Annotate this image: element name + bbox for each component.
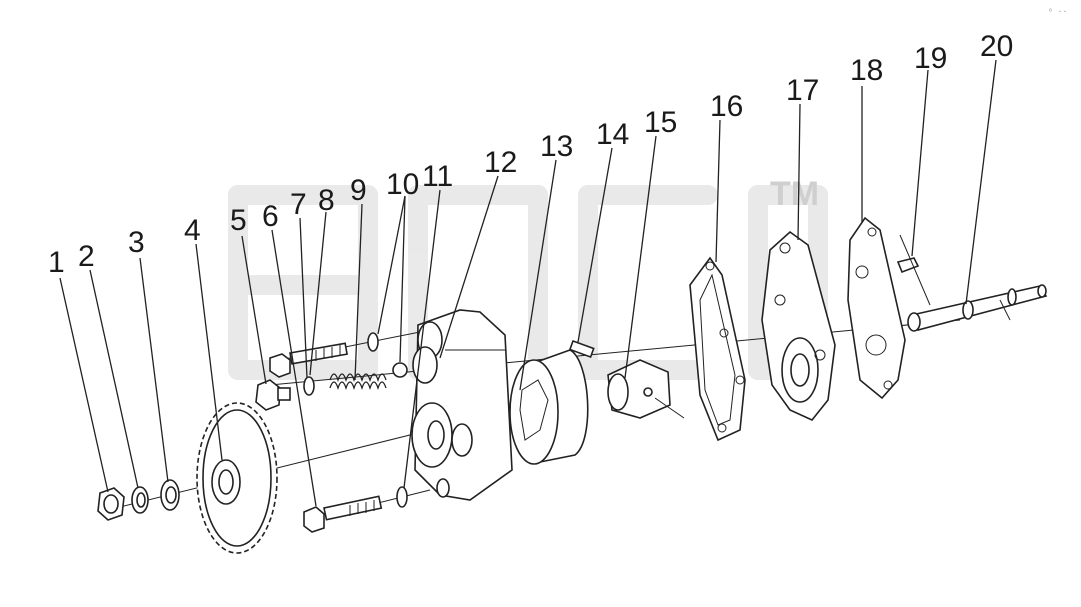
callout-19: 19 xyxy=(914,42,947,75)
part-14-pin xyxy=(568,339,595,359)
callout-8: 8 xyxy=(318,184,335,217)
axis-line-main xyxy=(269,319,961,386)
part-18-plate xyxy=(847,216,906,400)
callout-14: 14 xyxy=(596,118,629,151)
part-13-rotor xyxy=(509,349,589,465)
callout-9: 9 xyxy=(350,174,367,207)
corner-mark: ⁰ ·· xyxy=(1048,7,1067,16)
part-9-spring xyxy=(329,373,387,391)
part-10-ring xyxy=(367,332,379,352)
part-upper-bolt xyxy=(269,342,348,378)
leader-lines xyxy=(59,59,997,507)
callout-5: 5 xyxy=(230,204,247,237)
part-15-inner-rotor xyxy=(607,359,685,419)
part-7-washer xyxy=(303,376,315,396)
callout-20: 20 xyxy=(980,30,1013,63)
part-11-washer xyxy=(396,486,408,508)
callout-7: 7 xyxy=(290,188,307,221)
callout-13: 13 xyxy=(540,130,573,163)
part-19-key xyxy=(896,234,931,306)
part-1-nut xyxy=(97,487,125,521)
callout-2: 2 xyxy=(78,240,95,273)
part-3-washer xyxy=(160,479,180,511)
callout-10: 10 xyxy=(386,168,419,201)
part-17-cover xyxy=(761,230,836,421)
callout-15: 15 xyxy=(644,106,677,139)
part-4-gear xyxy=(196,402,278,554)
callout-6: 6 xyxy=(262,200,279,233)
callout-1: 1 xyxy=(48,246,65,279)
part-12-pump-body xyxy=(411,309,513,501)
callout-3: 3 xyxy=(128,226,145,259)
part-10-ball xyxy=(392,362,408,378)
part-20-shaft xyxy=(907,284,1048,332)
part-5-bolt xyxy=(255,379,291,411)
callout-17: 17 xyxy=(786,74,819,107)
part-16-gasket xyxy=(689,256,746,442)
callout-4: 4 xyxy=(184,214,201,247)
callout-16: 16 xyxy=(710,90,743,123)
part-6-bolt xyxy=(303,495,383,533)
part-2-washer xyxy=(131,486,149,514)
callout-12: 12 xyxy=(484,146,517,179)
callout-11: 11 xyxy=(422,160,453,193)
callout-18: 18 xyxy=(850,54,883,87)
trademark-mark: TM xyxy=(770,175,819,213)
